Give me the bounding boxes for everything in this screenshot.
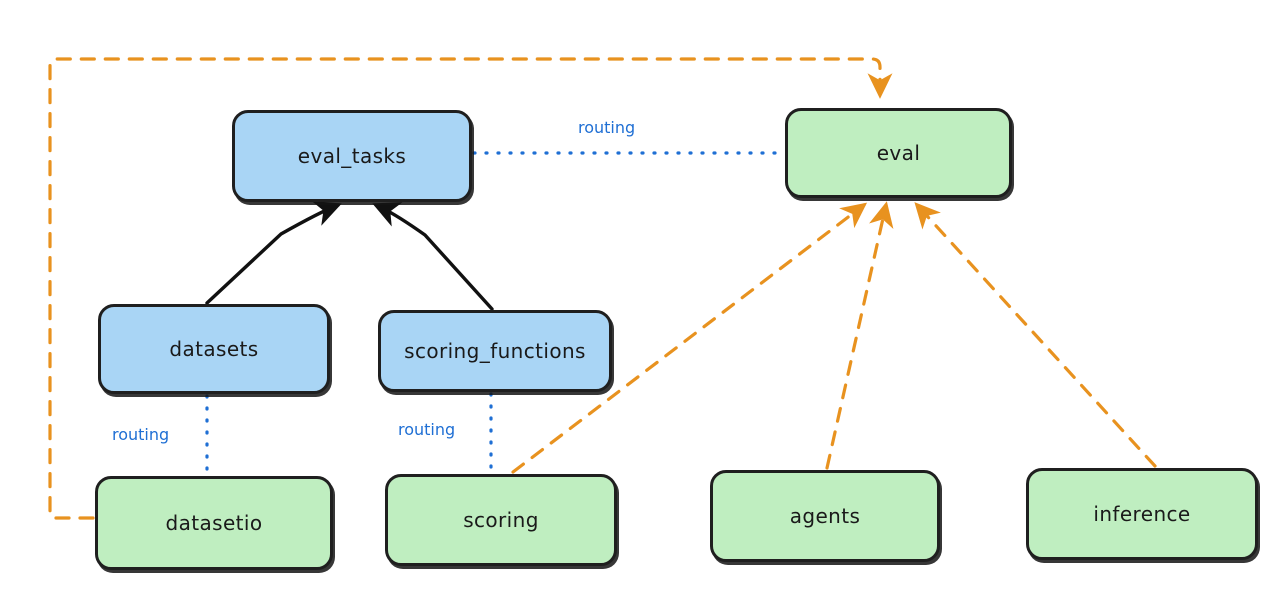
node-datasets[interactable]: datasets xyxy=(98,304,330,394)
edge-label-routing-eval-tasks-eval: routing xyxy=(578,118,636,137)
node-inference[interactable]: inference xyxy=(1026,468,1258,560)
node-eval-tasks[interactable]: eval_tasks xyxy=(232,110,472,202)
node-scoring-functions[interactable]: scoring_functions xyxy=(378,310,612,392)
node-eval[interactable]: eval xyxy=(785,108,1012,198)
edge-agents-to-eval xyxy=(825,201,894,470)
node-label-eval: eval xyxy=(876,141,921,165)
edge-label-routing-datasets-datasetio: routing xyxy=(112,425,170,444)
node-label-eval-tasks: eval_tasks xyxy=(297,144,407,168)
node-label-agents: agents xyxy=(789,504,861,528)
edge-scoring-functions-to-eval-tasks xyxy=(372,202,494,311)
edge-label-routing-scoring-functions-scoring: routing xyxy=(398,420,456,439)
edge-inference-to-eval xyxy=(914,202,1157,468)
node-label-scoring: scoring xyxy=(463,508,539,532)
edge-datasets-to-eval-tasks xyxy=(205,201,342,305)
node-label-datasets: datasets xyxy=(169,337,259,361)
node-datasetio[interactable]: datasetio xyxy=(95,476,333,570)
node-label-inference: inference xyxy=(1093,502,1191,526)
node-label-scoring-functions: scoring_functions xyxy=(404,339,586,363)
node-scoring[interactable]: scoring xyxy=(385,474,617,566)
node-agents[interactable]: agents xyxy=(710,470,940,562)
node-label-datasetio: datasetio xyxy=(165,511,263,535)
